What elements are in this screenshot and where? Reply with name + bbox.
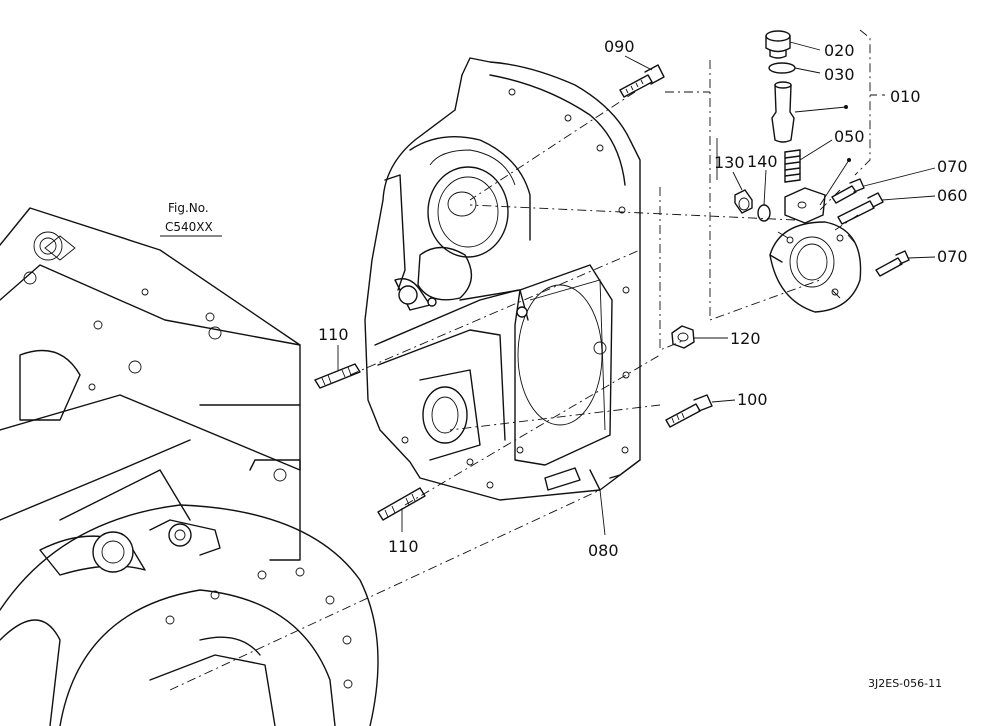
part-label-050: 050 xyxy=(834,127,865,146)
bolt-100 xyxy=(665,394,713,428)
part-label-030: 030 xyxy=(824,65,855,84)
plug-020 xyxy=(765,30,791,59)
part-label-070-top: 070 xyxy=(937,157,968,176)
drawing-code: 3J2ES-056-11 xyxy=(868,677,942,690)
part-label-010: 010 xyxy=(890,87,921,106)
stud-110-upper xyxy=(314,363,361,389)
part-label-070-lower: 070 xyxy=(937,247,968,266)
nut-120 xyxy=(671,325,695,349)
part-label-100: 100 xyxy=(737,390,768,409)
part-label-090: 090 xyxy=(604,37,635,56)
assembly-lines xyxy=(169,29,871,691)
o-ring-030 xyxy=(768,62,796,74)
part-label-110-lower: 110 xyxy=(388,537,419,556)
part-label-140: 140 xyxy=(747,152,778,171)
part-label-080: 080 xyxy=(588,541,619,560)
stud-110-lower xyxy=(377,487,426,521)
part-label-020: 020 xyxy=(824,41,855,60)
bolt-070-lower xyxy=(875,250,910,277)
fig-ref-line1: Fig.No. xyxy=(168,201,209,215)
small-parts xyxy=(314,30,910,521)
spring-050 xyxy=(784,149,801,183)
valve-body xyxy=(784,187,826,224)
part-label-120: 120 xyxy=(730,329,761,348)
part-label-060: 060 xyxy=(937,186,968,205)
fig-ref-line2: C540XX xyxy=(165,220,213,234)
figure-reference: Fig.No. C540XX xyxy=(160,201,222,237)
leader-lines xyxy=(337,41,936,536)
bolt-070-top xyxy=(831,178,865,204)
valve-stem xyxy=(771,81,795,143)
gear-case-cover xyxy=(364,57,641,501)
part-numbers: 090 020 030 010 050 130 140 070 060 070 … xyxy=(318,37,968,560)
part-label-110-upper: 110 xyxy=(318,325,349,344)
washer-140 xyxy=(757,204,771,222)
bolt-060 xyxy=(837,192,884,225)
transmission-housing xyxy=(0,207,379,726)
part-label-130: 130 xyxy=(714,153,745,172)
flange-housing xyxy=(769,221,862,313)
plug-130 xyxy=(734,189,753,214)
bolt-090 xyxy=(619,64,665,98)
